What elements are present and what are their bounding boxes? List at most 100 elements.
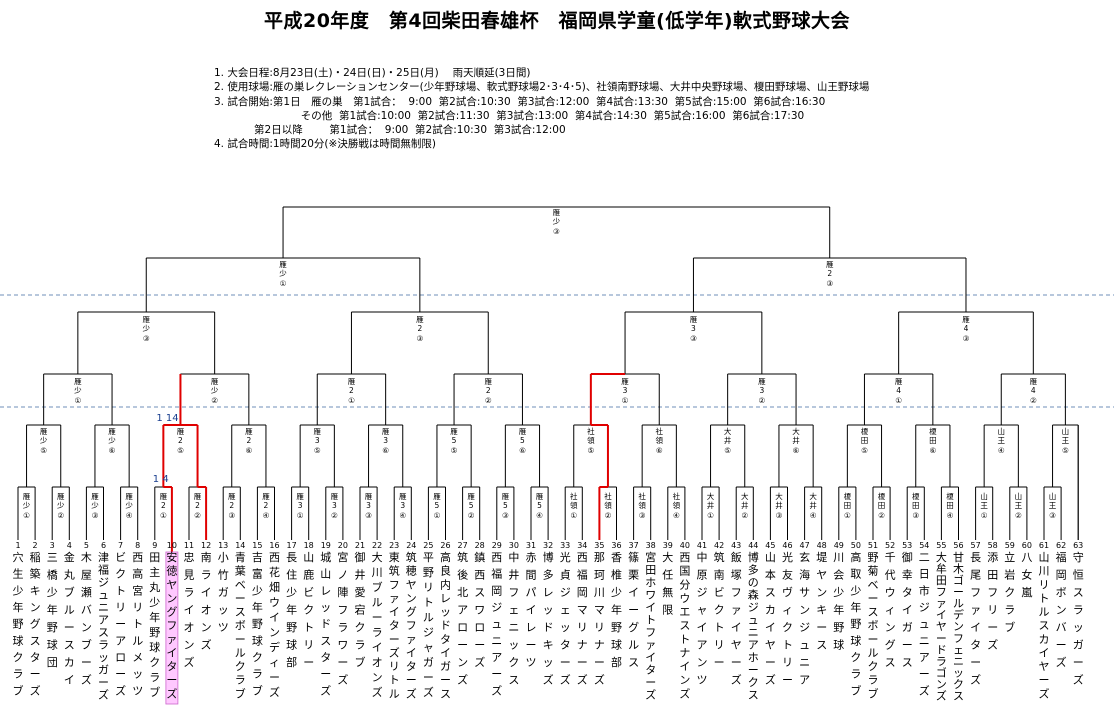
team-name: 恒: [1073, 569, 1084, 582]
team-name: 瀬: [81, 585, 92, 599]
team-name: ベ: [235, 578, 246, 591]
match-label: 領: [638, 500, 646, 510]
team-name: 住: [286, 568, 297, 582]
team-name: ヤ: [406, 578, 417, 591]
score-label: 1 14: [156, 413, 178, 424]
team-name: ー: [81, 656, 92, 669]
team-number: 9: [152, 541, 157, 550]
match-label: 雁: [621, 377, 629, 386]
team-name: ア: [748, 639, 759, 652]
team-name: ブ: [149, 685, 160, 699]
team-name: 後: [457, 568, 468, 582]
match-label: 王: [998, 436, 1006, 445]
team-name: リ: [132, 601, 143, 614]
match-label: 山: [998, 426, 1006, 436]
team-name: 西: [679, 551, 690, 564]
team-name: キ: [543, 639, 554, 652]
team-name: ン: [679, 674, 690, 687]
team-name: 多: [543, 568, 554, 582]
match-label: ①: [844, 511, 851, 520]
team-name: 添: [987, 550, 998, 564]
match-label: 3: [691, 324, 696, 333]
team-name: 任: [662, 569, 673, 582]
team-name: 津: [98, 551, 109, 564]
team-name: ー: [577, 656, 588, 669]
highlight-team-box: [165, 551, 179, 705]
team-name: ズ: [987, 638, 998, 652]
team-name: 三: [47, 551, 58, 564]
team-name: 井: [508, 568, 519, 582]
team-number: 30: [509, 541, 519, 550]
team-name: 川: [833, 551, 844, 564]
team-number: 40: [680, 541, 690, 550]
match-label: ②: [331, 511, 338, 520]
team-number: 33: [560, 541, 570, 550]
team-name: ズ: [594, 673, 605, 687]
team-name: ィ: [885, 604, 896, 617]
match-label: ①: [981, 511, 988, 520]
team-number: 1: [15, 541, 20, 550]
match-label: 田: [946, 501, 954, 510]
team-number: 53: [902, 541, 912, 550]
team-number: 36: [611, 541, 621, 550]
team-name: 屋: [81, 569, 92, 582]
team-name: ー: [64, 621, 75, 634]
team-name: 球: [833, 638, 844, 652]
team-number: 32: [543, 541, 553, 550]
team-name: 御: [902, 550, 913, 564]
team-name: 年: [13, 600, 24, 614]
team-name: イ: [936, 609, 947, 622]
team-name: ラ: [149, 671, 160, 684]
match-label: 雁: [23, 492, 31, 501]
team-name: 木: [953, 563, 964, 576]
team-name: ス: [953, 689, 964, 702]
match-label: 雁: [74, 377, 82, 386]
team-name: 野: [611, 621, 622, 634]
info-venues: 2. 使用球場:雁の巣レクレーションセンター(少年野球場、軟式野球場2･3･4･…: [214, 81, 870, 94]
tournament-info: 1. 大会日程:8月23日(土)・24日(日)・25日(月) 雨天順延(3日間)…: [214, 66, 869, 152]
match-label: 4: [964, 324, 969, 333]
team-name: 部: [286, 655, 297, 669]
team-name: ク: [355, 621, 366, 634]
team-name: ー: [1073, 656, 1084, 669]
team-name: 竹: [218, 568, 229, 582]
team-name: 忠: [184, 551, 195, 564]
team-number: 27: [458, 541, 468, 550]
team-name: 岩: [1004, 568, 1015, 582]
team-name: イ: [731, 621, 742, 634]
match-label: 4: [1031, 386, 1036, 395]
team-number: 52: [885, 541, 895, 550]
team-name: 筑: [406, 550, 417, 564]
team-name: ズ: [560, 673, 571, 687]
team-number: 38: [646, 541, 656, 550]
match-label: 2: [195, 501, 200, 510]
match-label: ②: [485, 396, 492, 405]
team-name: イ: [372, 641, 383, 654]
team-number: 62: [1056, 541, 1066, 550]
match-label: 大: [775, 491, 783, 501]
match-label: 雁: [194, 492, 202, 501]
team-name: 本: [765, 568, 776, 582]
team-name: ウ: [885, 586, 896, 599]
info-start-day1: 3. 試合開始:第1日 雁の巣 第1試合： 9:00 第2試合:10:30 第3…: [214, 95, 826, 108]
match-label: ②: [1015, 511, 1022, 520]
team-name: ー: [594, 656, 605, 669]
team-name: の: [748, 576, 759, 589]
match-label: ①: [707, 511, 714, 520]
team-name: 良: [440, 564, 451, 578]
team-name: ガ: [902, 621, 913, 634]
team-name: ナ: [577, 639, 588, 652]
team-name: ズ: [491, 683, 502, 697]
match-label: 5: [452, 436, 457, 445]
team-name: 香: [611, 551, 622, 564]
team-name: 少: [149, 596, 160, 609]
team-name: ス: [98, 626, 109, 639]
match-label: 榎: [861, 426, 869, 436]
match-label: 雁: [450, 427, 458, 436]
match-label: ③: [92, 511, 99, 520]
team-name: ク: [13, 651, 24, 664]
team-name: イ: [645, 651, 656, 664]
team-name: リ: [782, 656, 793, 669]
team-name: ル: [423, 611, 434, 624]
team-name: ー: [1039, 674, 1050, 687]
